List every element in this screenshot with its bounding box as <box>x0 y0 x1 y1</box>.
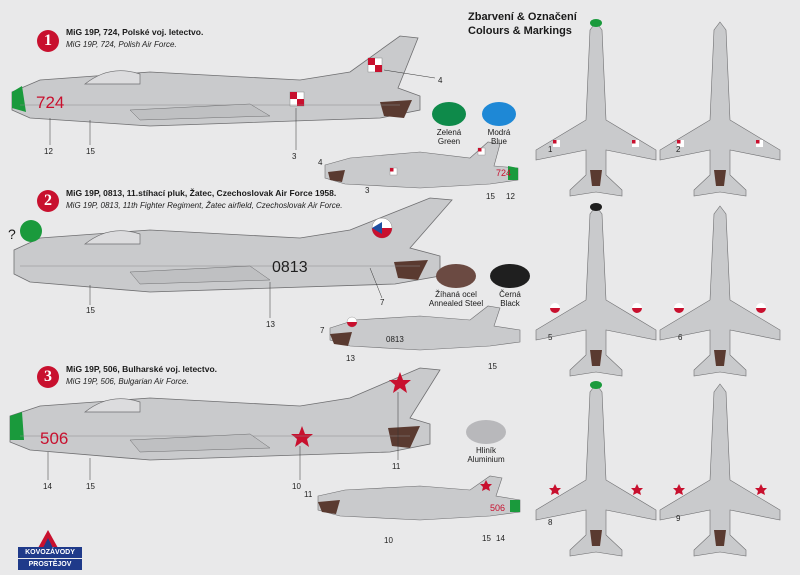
callout-15b: 15 <box>86 306 95 315</box>
small-callout-11: 11 <box>304 490 313 499</box>
callout-12: 12 <box>44 147 53 156</box>
small-callout-13: 13 <box>346 354 355 363</box>
swatch-steel-cz: Žíhaná ocel <box>435 290 477 299</box>
side-view-2: 0813 <box>13 197 453 293</box>
scheme-3-subtitle: MiG 19P, 506, Bulgarian Air Force. <box>66 377 189 386</box>
colours-heading-en: Colours & Markings <box>468 25 572 37</box>
planform-4-bottom <box>659 205 781 377</box>
planform-callout-1: 1 <box>548 145 553 154</box>
small-callout-4: 4 <box>318 158 323 167</box>
planform-1-top <box>535 19 657 197</box>
leader-lines <box>47 69 436 480</box>
swatch-green <box>432 102 466 126</box>
scheme-2-subtitle: MiG 19P, 0813, 11th Fighter Regiment, Ža… <box>66 201 343 210</box>
swatch-green-en: Green <box>437 137 461 146</box>
swatch-steel-en: Annealed Steel <box>428 299 484 308</box>
swatch-black <box>490 264 530 288</box>
callout-15: 15 <box>86 147 95 156</box>
planform-callout-6: 6 <box>678 333 683 342</box>
kovozavody-logo: KOVOZÁVODY PROSTĚJOV <box>12 530 84 570</box>
planform-5-top <box>535 381 657 557</box>
planform-callout-8: 8 <box>548 518 553 527</box>
swatch-annealed-steel <box>436 264 476 288</box>
swatch-aluminium-cz: Hliník <box>475 446 496 455</box>
logo-line-2: PROSTĚJOV <box>18 559 82 570</box>
callout-15c: 15 <box>86 482 95 491</box>
side-view-3-small: 506 <box>317 475 521 521</box>
swatch-aluminium-en: Aluminium <box>467 455 505 464</box>
small-callout-14: 14 <box>496 534 505 543</box>
planform-callout-9: 9 <box>676 514 681 523</box>
scheme-number-1: 1 <box>37 30 59 52</box>
side-view-1: 724 <box>11 35 421 127</box>
planform-3-top <box>535 203 657 377</box>
callout-3: 3 <box>292 152 297 161</box>
small-callout-15c: 15 <box>482 534 491 543</box>
callout-4: 4 <box>438 76 443 85</box>
callout-7: 7 <box>380 298 385 307</box>
logo-line-1: KOVOZÁVODY <box>18 547 82 558</box>
planform-6-bottom <box>659 383 781 557</box>
callout-13: 13 <box>266 320 275 329</box>
small-callout-12: 12 <box>506 192 515 201</box>
scheme-1-title: MiG 19P, 724, Polské voj. letectvo. <box>66 27 204 37</box>
callout-14: 14 <box>43 482 52 491</box>
swatch-blue-en: Blue <box>490 137 507 146</box>
planform-2-bottom <box>659 21 781 197</box>
question-mark: ? <box>8 226 16 242</box>
small-callout-15b: 15 <box>488 362 497 371</box>
swatch-black-cz: Černá <box>499 290 521 299</box>
colours-heading-cz: Zbarvení & Označení <box>468 11 577 23</box>
serial-0813-large: 0813 <box>272 259 308 276</box>
swatch-green-cz: Zelená <box>436 128 462 137</box>
serial-0813-small: 0813 <box>386 335 404 344</box>
serial-506-small: 506 <box>490 503 505 513</box>
serial-724-small: 724 <box>496 168 511 178</box>
swatch-aluminium <box>466 420 506 444</box>
small-callout-7: 7 <box>320 326 325 335</box>
small-callout-10: 10 <box>384 536 393 545</box>
swatch-blue-cz: Modrá <box>487 128 511 137</box>
callout-11: 11 <box>392 462 401 471</box>
planform-callout-5: 5 <box>548 333 553 342</box>
scheme-number-2: 2 <box>37 190 59 212</box>
small-callout-15: 15 <box>486 192 495 201</box>
scheme-2-title: MiG 19P, 0813, 11.stíhací pluk, Žatec, C… <box>66 188 337 198</box>
swatch-black-en: Black <box>500 299 520 308</box>
unknown-nose-swatch <box>20 220 42 242</box>
side-view-1-small: 724 <box>324 141 519 189</box>
scheme-3-title: MiG 19P, 506, Bulharské voj. letectvo. <box>66 364 218 374</box>
planform-callout-2: 2 <box>676 145 681 154</box>
logo-emblem-icon <box>38 530 58 548</box>
scheme-number-3: 3 <box>37 366 59 388</box>
scheme-1-subtitle: MiG 19P, 724, Polish Air Force. <box>66 40 177 49</box>
small-callout-3: 3 <box>365 186 370 195</box>
swatch-blue <box>482 102 516 126</box>
serial-506-large: 506 <box>40 429 68 448</box>
side-view-2-small: 0813 <box>329 305 521 351</box>
side-view-3: 506 <box>9 367 441 461</box>
callout-10: 10 <box>292 482 301 491</box>
serial-724-large: 724 <box>36 93 64 112</box>
